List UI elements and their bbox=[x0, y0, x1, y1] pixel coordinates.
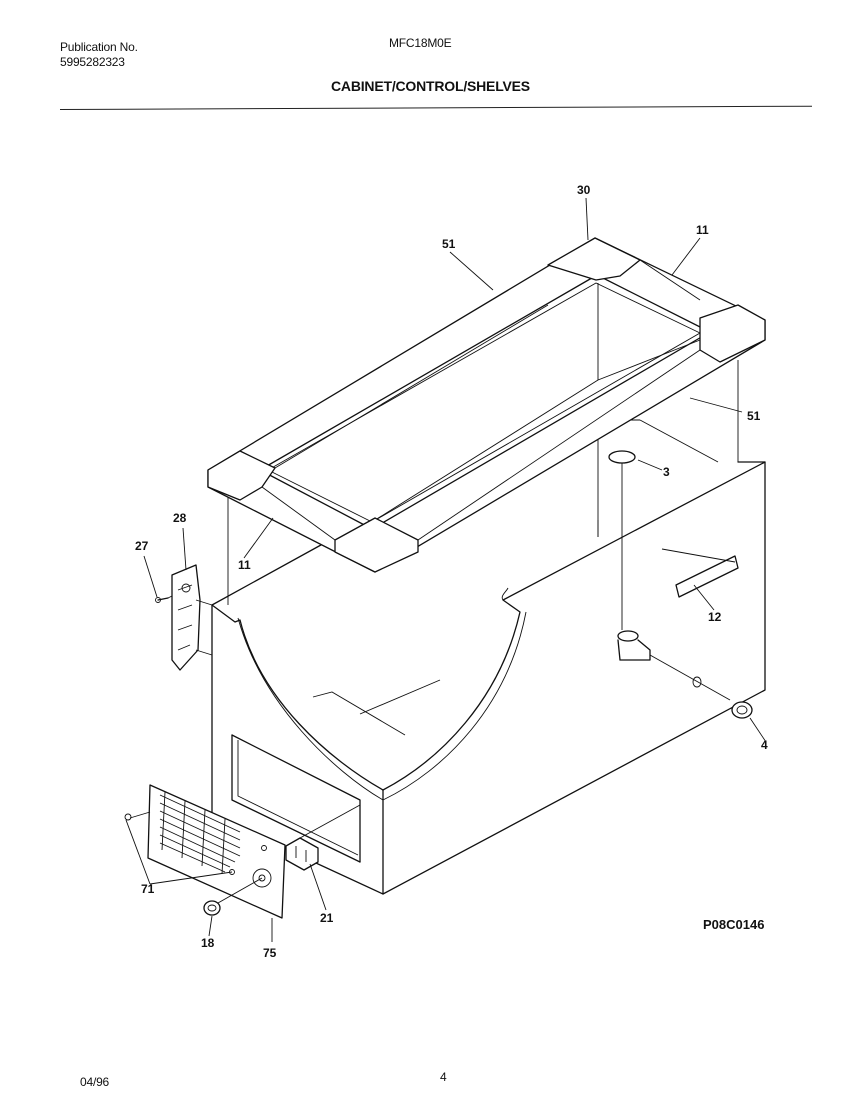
callout-11-top: 11 bbox=[696, 223, 709, 237]
label-plate bbox=[661, 548, 739, 598]
diagram-code: P08C0146 bbox=[703, 917, 764, 932]
callout-11-left: 11 bbox=[238, 558, 251, 572]
callout-51-right: 51 bbox=[747, 409, 761, 423]
callout-27: 27 bbox=[135, 539, 149, 553]
callout-51-top: 51 bbox=[442, 237, 456, 251]
hinge-assembly bbox=[155, 564, 213, 671]
callout-30: 30 bbox=[577, 183, 591, 197]
footer-date: 04/96 bbox=[80, 1075, 110, 1089]
breaker-frame bbox=[207, 237, 766, 573]
callout-4: 4 bbox=[761, 738, 768, 752]
callout-21: 21 bbox=[320, 911, 334, 925]
part-callouts: 30 11 51 51 3 28 27 11 12 4 71 21 18 75 bbox=[135, 183, 768, 960]
publication-label: Publication No. bbox=[60, 40, 138, 54]
callout-18: 18 bbox=[201, 936, 215, 950]
leader-lines bbox=[125, 197, 767, 942]
callout-71: 71 bbox=[141, 882, 155, 896]
model-number: MFC18M0E bbox=[389, 36, 452, 50]
callout-12: 12 bbox=[708, 610, 722, 624]
callout-28: 28 bbox=[173, 511, 187, 525]
page-number: 4 bbox=[440, 1070, 447, 1084]
drain-assembly bbox=[608, 450, 753, 719]
grille-panel bbox=[124, 784, 361, 919]
callout-3: 3 bbox=[663, 465, 670, 479]
publication-number: 5995282323 bbox=[60, 55, 125, 69]
callout-75: 75 bbox=[263, 946, 277, 960]
section-title: CABINET/CONTROL/SHELVES bbox=[331, 78, 530, 94]
